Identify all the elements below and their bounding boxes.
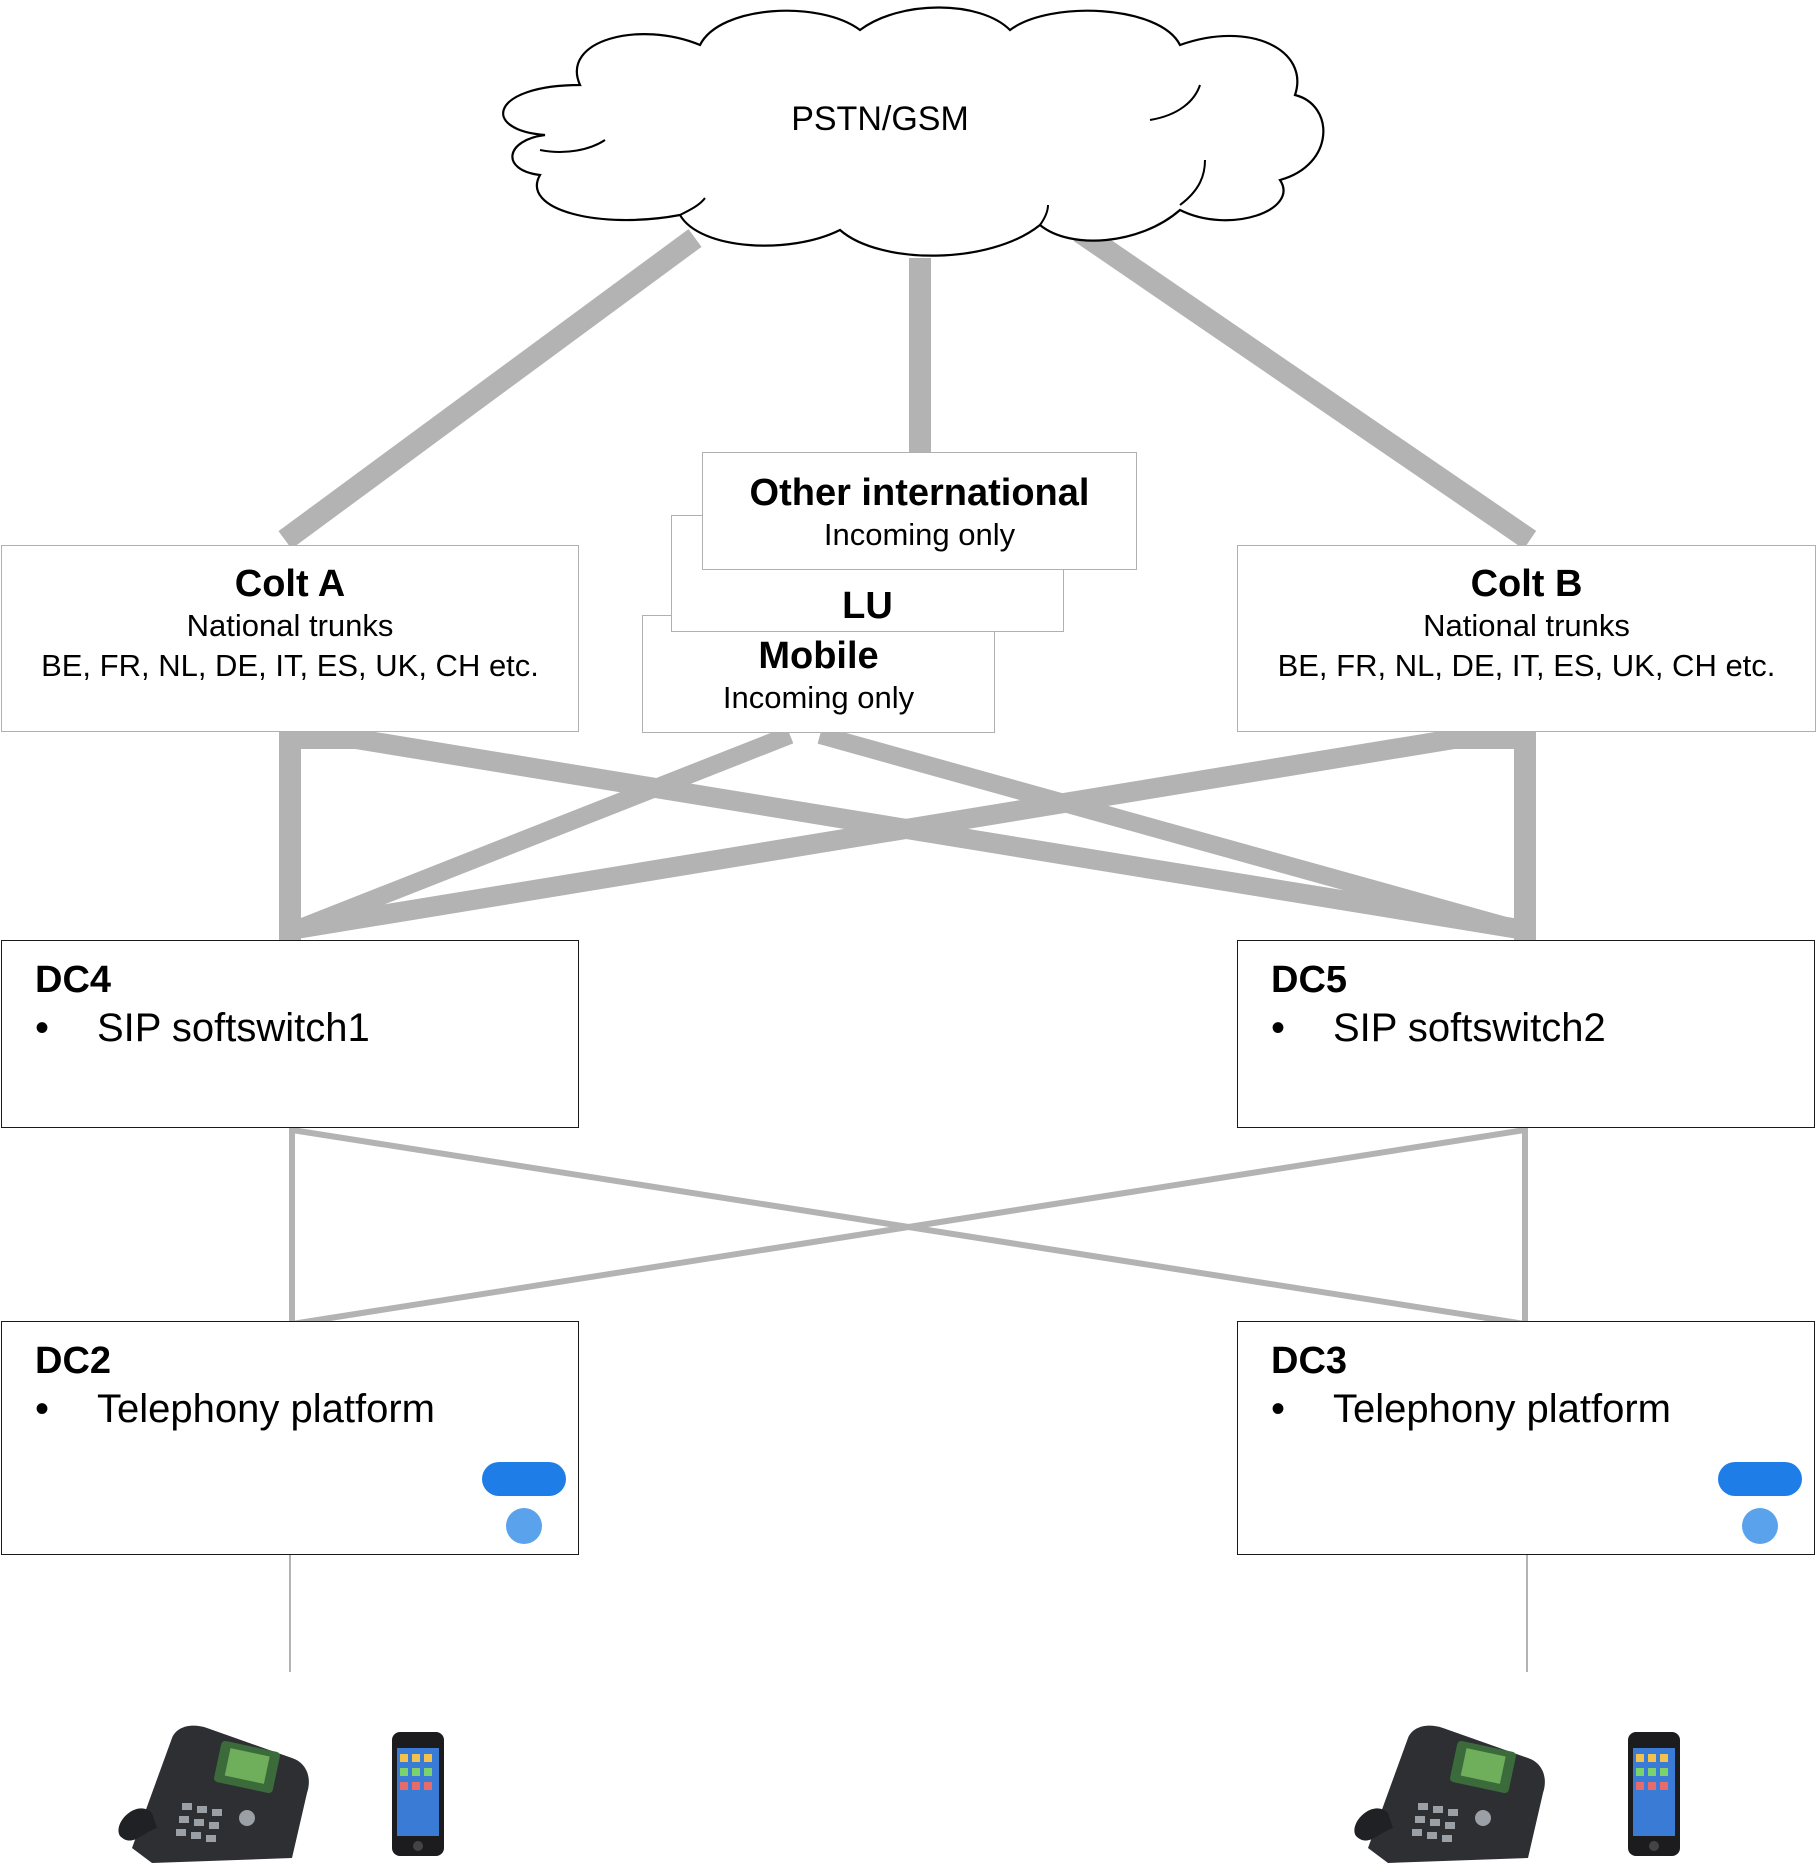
dc2-box: DC2 • Telephony platform — [1, 1321, 579, 1555]
link-colta-dc5 — [348, 728, 1527, 940]
colt-b-box: Colt B National trunks BE, FR, NL, DE, I… — [1237, 545, 1816, 732]
colt-a-box: Colt A National trunks BE, FR, NL, DE, I… — [1, 545, 579, 732]
dc5-item: • SIP softswitch2 — [1271, 1006, 1606, 1051]
other-international-subtitle: Incoming only — [823, 517, 1016, 552]
link-coltb-dc4 — [288, 728, 1462, 940]
dc5-item-label: SIP softswitch2 — [1333, 1006, 1606, 1050]
dc5-box: DC5 • SIP softswitch2 — [1237, 940, 1815, 1128]
dc3-item-label: Telephony platform — [1333, 1387, 1671, 1431]
bullet: • — [1271, 1387, 1286, 1431]
colt-a-line2: BE, FR, NL, DE, IT, ES, UK, CH etc. — [41, 648, 539, 683]
mobile-box: Mobile Incoming only — [642, 615, 995, 733]
mobile-title: Mobile — [758, 635, 879, 677]
other-international-box: Other international Incoming only — [702, 452, 1137, 570]
mobile-phone-icon — [1628, 1732, 1680, 1856]
dc4-item: • SIP softswitch1 — [35, 1006, 370, 1051]
dc2-title: DC2 — [35, 1340, 112, 1382]
link-mobile-dc5 — [817, 726, 1523, 939]
lu-title: LU — [842, 585, 893, 627]
mobile-phone-icon — [392, 1732, 444, 1856]
colt-a-line1: National trunks — [186, 608, 394, 643]
bullet: • — [35, 1006, 50, 1050]
other-international-title: Other international — [749, 472, 1090, 514]
telephony-logo-icon — [482, 1462, 566, 1544]
dc3-box: DC3 • Telephony platform — [1237, 1321, 1815, 1555]
colt-b-line1: National trunks — [1423, 608, 1630, 643]
dc2-item: • Telephony platform — [35, 1387, 435, 1432]
link-cloud-colt-a — [278, 229, 702, 549]
bullet: • — [35, 1387, 50, 1431]
dc5-title: DC5 — [1271, 959, 1348, 1001]
telephony-logo-icon — [1718, 1462, 1802, 1544]
link-dc5-dc2 — [291, 1127, 1526, 1327]
dc4-title: DC4 — [35, 959, 112, 1001]
link-mobile-dc4 — [291, 726, 794, 939]
link-cloud-colt-b — [1073, 222, 1537, 550]
cloud-label: PSTN/GSM — [791, 100, 969, 138]
colt-b-title: Colt B — [1470, 563, 1583, 605]
dc4-item-label: SIP softswitch1 — [97, 1006, 370, 1050]
desk-phone-icon — [1354, 1725, 1545, 1863]
dc3-title: DC3 — [1271, 1340, 1348, 1382]
colt-a-title: Colt A — [234, 563, 346, 605]
dc4-box: DC4 • SIP softswitch1 — [1, 940, 579, 1128]
bullet: • — [1271, 1006, 1286, 1050]
mobile-subtitle: Incoming only — [722, 680, 915, 715]
colt-b-line2: BE, FR, NL, DE, IT, ES, UK, CH etc. — [1277, 648, 1776, 683]
desk-phone-icon — [118, 1725, 309, 1863]
dc2-item-label: Telephony platform — [97, 1387, 435, 1431]
dc3-item: • Telephony platform — [1271, 1387, 1671, 1432]
